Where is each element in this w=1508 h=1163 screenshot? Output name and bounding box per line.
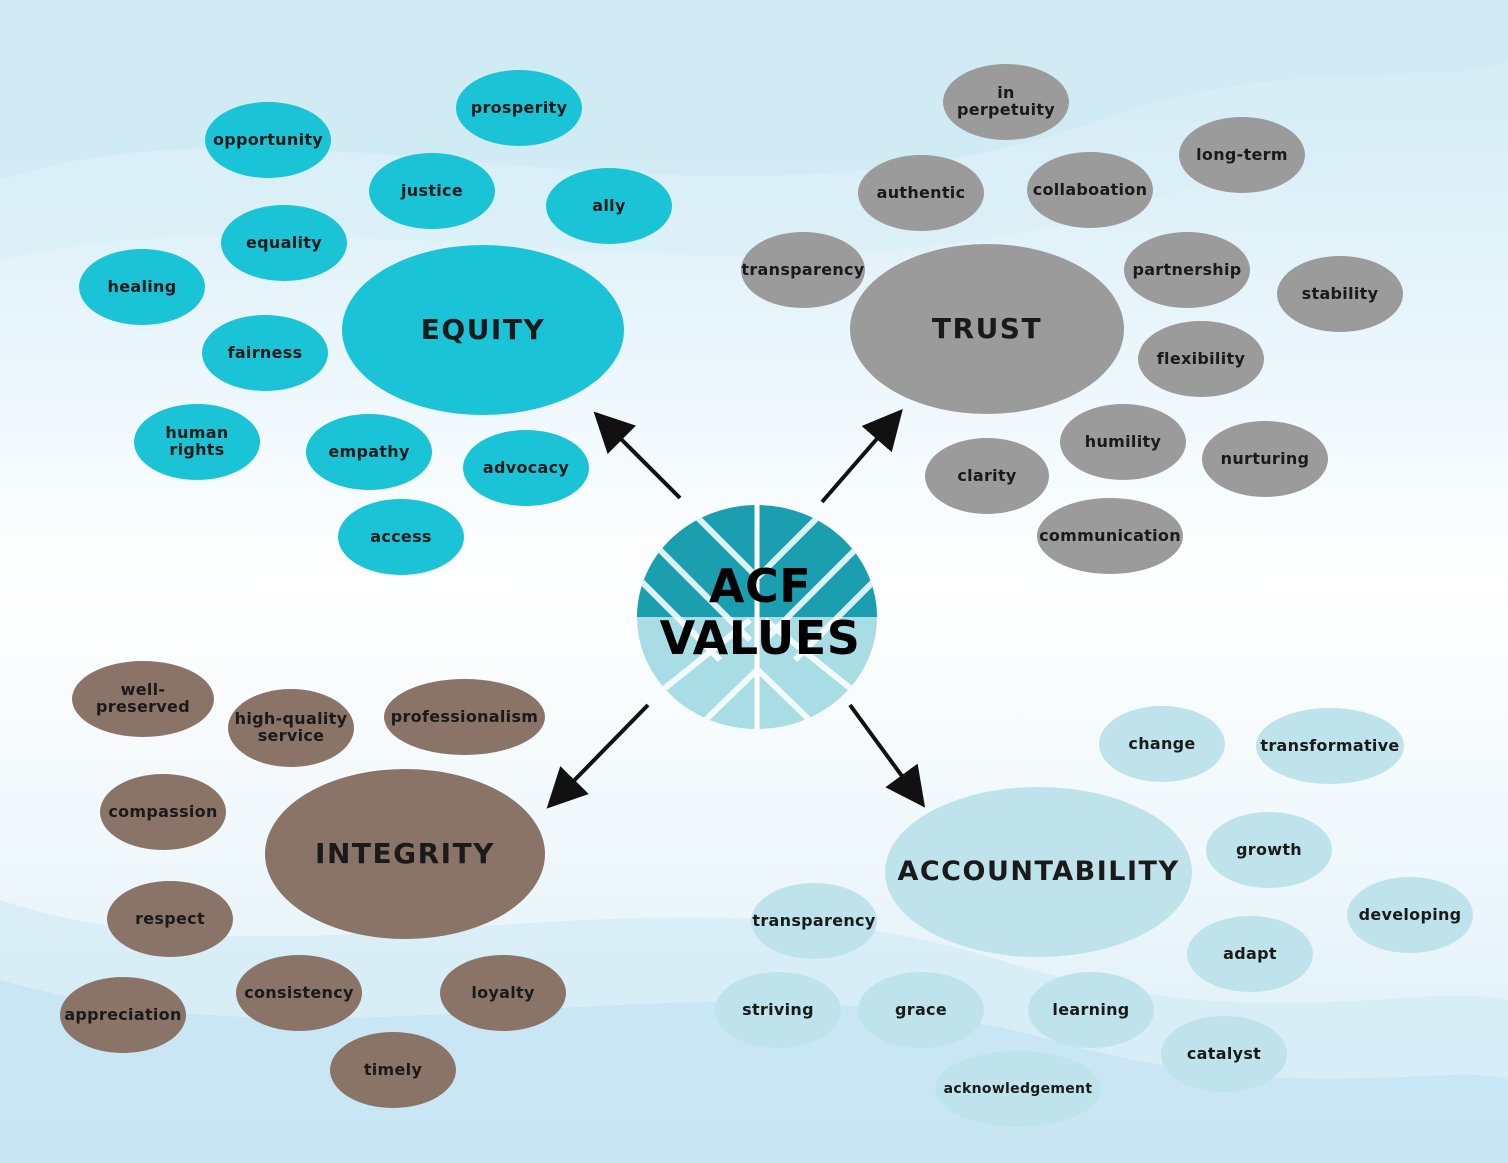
accountability-word: learning — [1028, 972, 1154, 1048]
trust-word: partnership — [1124, 232, 1250, 308]
equity-word: access — [338, 499, 464, 575]
center-title-line1: ACF — [708, 559, 812, 613]
trust-word: stability — [1277, 256, 1403, 332]
equity-word: empathy — [306, 414, 432, 490]
trust-word: transparency — [741, 232, 865, 308]
equity-word: prosperity — [456, 70, 582, 146]
accountability-word: striving — [715, 972, 841, 1048]
arrow-to-trust — [820, 408, 903, 504]
arrow-to-integrity — [546, 703, 650, 809]
equity-word: human rights — [134, 404, 260, 480]
trust-word: long-term — [1179, 117, 1305, 193]
integrity-word: appreciation — [60, 977, 186, 1053]
accountability-word: change — [1099, 706, 1225, 782]
center-title: ACF VALUES — [640, 560, 880, 664]
accountability-word: developing — [1347, 877, 1473, 953]
equity-word: ally — [546, 168, 672, 244]
equity-word: justice — [369, 153, 495, 229]
trust-word: authentic — [858, 155, 984, 231]
integrity-word: professionalism — [384, 679, 545, 755]
trust-word: flexibility — [1138, 321, 1264, 397]
integrity-word: loyalty — [440, 955, 566, 1031]
integrity-word: consistency — [236, 955, 362, 1031]
integrity-core: INTEGRITY — [265, 769, 545, 939]
integrity-word: well-preserved — [72, 661, 214, 737]
integrity-word: timely — [330, 1032, 456, 1108]
integrity-word: compassion — [100, 774, 226, 850]
accountability-word: grace — [858, 972, 984, 1048]
trust-core: TRUST — [850, 244, 1124, 414]
acf-logo-icon — [637, 505, 877, 729]
center-title-line2: VALUES — [659, 611, 861, 665]
arrow-to-equity — [593, 411, 682, 500]
accountability-word: transparency — [751, 883, 877, 959]
accountability-word: catalyst — [1161, 1016, 1287, 1092]
accountability-word: transformative — [1256, 708, 1404, 784]
equity-word: opportunity — [205, 102, 331, 178]
equity-word: fairness — [202, 315, 328, 391]
accountability-word: acknowledgement — [935, 1051, 1101, 1127]
accountability-word: growth — [1206, 812, 1332, 888]
equity-word: advocacy — [463, 430, 589, 506]
accountability-core: ACCOUNTABILITY — [885, 787, 1192, 957]
trust-word: nurturing — [1202, 421, 1328, 497]
arrow-to-accountability — [848, 703, 926, 808]
accountability-word: adapt — [1187, 916, 1313, 992]
equity-word: healing — [79, 249, 205, 325]
equity-word: equality — [221, 205, 347, 281]
integrity-word: high-quality service — [228, 689, 354, 767]
integrity-word: respect — [107, 881, 233, 957]
equity-core: EQUITY — [342, 245, 624, 415]
trust-word: in perpetuity — [943, 64, 1069, 140]
trust-word: humility — [1060, 404, 1186, 480]
trust-word: clarity — [925, 438, 1049, 514]
trust-word: collaboation — [1027, 152, 1153, 228]
trust-word: communication — [1037, 498, 1183, 574]
